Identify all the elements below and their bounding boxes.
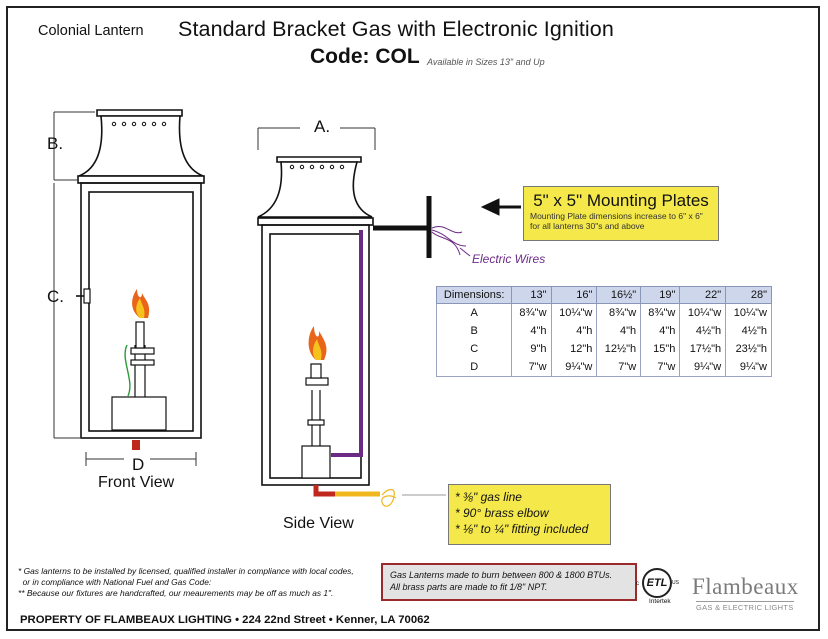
table-cell: 9¼"w bbox=[725, 358, 772, 377]
table-cell: 4½"h bbox=[725, 322, 772, 340]
gas-note-line: * 90° brass elbow bbox=[455, 506, 549, 520]
table-cell: B bbox=[435, 322, 513, 340]
property-footer: PROPERTY OF FLAMBEAUX LIGHTING • 224 22n… bbox=[20, 614, 430, 626]
mounting-plates-detail: Mounting Plate dimensions increase to 6"… bbox=[530, 211, 703, 231]
side-view-label: Side View bbox=[283, 515, 354, 532]
table-header: 19" bbox=[640, 286, 681, 304]
table-cell: 9¼"w bbox=[679, 358, 727, 377]
label-b: B. bbox=[47, 134, 64, 153]
btu-note-line: Gas Lanterns made to burn between 800 & … bbox=[390, 570, 613, 580]
page-border bbox=[6, 6, 820, 631]
electric-wires-label: Electric Wires bbox=[472, 252, 546, 266]
brand-name: Colonial Lantern bbox=[38, 23, 144, 39]
table-cell: 4½"h bbox=[679, 322, 727, 340]
table-cell: 9¼"w bbox=[550, 358, 598, 377]
btu-note: Gas Lanterns made to burn between 800 & … bbox=[381, 563, 637, 601]
electric-wires-pointer bbox=[459, 247, 471, 257]
table-cell: 10¼"w bbox=[679, 303, 727, 322]
dimensions-table: Dimensions: 13" 16" 16½" 19" 22" 28" A 8… bbox=[435, 286, 772, 377]
etl-mark-icon: ETL bbox=[642, 568, 672, 598]
table-cell: 8¾"w bbox=[596, 303, 642, 322]
label-a: A. bbox=[314, 117, 331, 136]
mounting-plates-note: 5" x 5" Mounting Plates Mounting Plate d… bbox=[523, 186, 719, 241]
table-cell: 15"h bbox=[640, 340, 681, 358]
mounting-plates-title: 5" x 5" Mounting Plates bbox=[533, 191, 709, 210]
table-row: B 4"h 4"h 4"h 4"h 4½"h 4½"h bbox=[435, 322, 772, 340]
table-cell: 10¼"w bbox=[550, 303, 598, 322]
etl-c-label: c bbox=[636, 581, 639, 587]
footnote-line: or in compliance with National Fuel and … bbox=[18, 577, 212, 587]
label-d: D bbox=[132, 455, 145, 474]
gas-note-line: * ⅛" to ¼" fitting included bbox=[455, 522, 589, 536]
table-cell: 4"h bbox=[640, 322, 681, 340]
table-cell: 8¾"w bbox=[640, 303, 681, 322]
side-view-lantern bbox=[257, 156, 467, 507]
table-cell: C bbox=[435, 340, 513, 358]
page-title: Standard Bracket Gas with Electronic Ign… bbox=[178, 17, 614, 41]
footnote-line: ** Because our fixtures are handcrafted,… bbox=[18, 588, 334, 598]
table-header: Dimensions: bbox=[435, 286, 513, 304]
table-row: C 9"h 12"h 12½"h 15"h 17½"h 23½"h bbox=[435, 340, 772, 358]
table-row: A 8¾"w 10¼"w 8¾"w 8¾"w 10¼"w 10¼"w bbox=[435, 303, 772, 322]
table-header: 22" bbox=[679, 286, 727, 304]
gas-line-note: * ⅜" gas line * 90° brass elbow * ⅛" to … bbox=[448, 484, 611, 545]
table-cell: 17½"h bbox=[679, 340, 727, 358]
table-cell: 12"h bbox=[550, 340, 598, 358]
table-cell: 12½"h bbox=[596, 340, 642, 358]
table-cell: 4"h bbox=[550, 322, 598, 340]
table-cell: 4"h bbox=[596, 322, 642, 340]
table-cell: 7"w bbox=[640, 358, 681, 377]
table-header: 16½" bbox=[596, 286, 642, 304]
etl-us-label: US bbox=[672, 580, 679, 586]
btu-note-line: All brass parts are made to fit 1/8" NPT… bbox=[390, 582, 548, 592]
table-cell: 9"h bbox=[511, 340, 552, 358]
table-cell: 4"h bbox=[511, 322, 552, 340]
intertek-label: Intertek bbox=[649, 598, 671, 605]
footnotes: * Gas lanterns to be installed by licens… bbox=[18, 566, 378, 599]
table-cell: D bbox=[435, 358, 513, 377]
flambeaux-tagline: GAS & ELECTRIC LIGHTS bbox=[696, 601, 794, 612]
mounting-arrow bbox=[480, 198, 521, 216]
label-c: C. bbox=[47, 287, 64, 306]
product-code: Code: COL bbox=[310, 45, 420, 68]
table-cell: A bbox=[435, 303, 513, 322]
front-view-lantern bbox=[76, 109, 205, 450]
front-view-label: Front View bbox=[98, 474, 175, 491]
available-sizes: Available in Sizes 13" and Up bbox=[427, 57, 545, 67]
table-cell: 10¼"w bbox=[725, 303, 772, 322]
table-header: 28" bbox=[725, 286, 772, 304]
table-cell: 7"w bbox=[511, 358, 552, 377]
table-cell: 23½"h bbox=[725, 340, 772, 358]
table-cell: 7"w bbox=[596, 358, 642, 377]
gas-note-line: * ⅜" gas line bbox=[455, 490, 522, 504]
table-header: 16" bbox=[550, 286, 598, 304]
front-view-dimension-lines bbox=[53, 111, 197, 466]
side-view-dimension-lines bbox=[257, 127, 376, 150]
table-header: 13" bbox=[511, 286, 552, 304]
table-header-row: Dimensions: 13" 16" 16½" 19" 22" 28" bbox=[435, 286, 772, 304]
table-row: D 7"w 9¼"w 7"w 7"w 9¼"w 9¼"w bbox=[435, 358, 772, 377]
footnote-line: * Gas lanterns to be installed by licens… bbox=[18, 566, 354, 576]
flambeaux-logo: Flambeaux bbox=[692, 574, 799, 599]
table-cell: 8¾"w bbox=[511, 303, 552, 322]
